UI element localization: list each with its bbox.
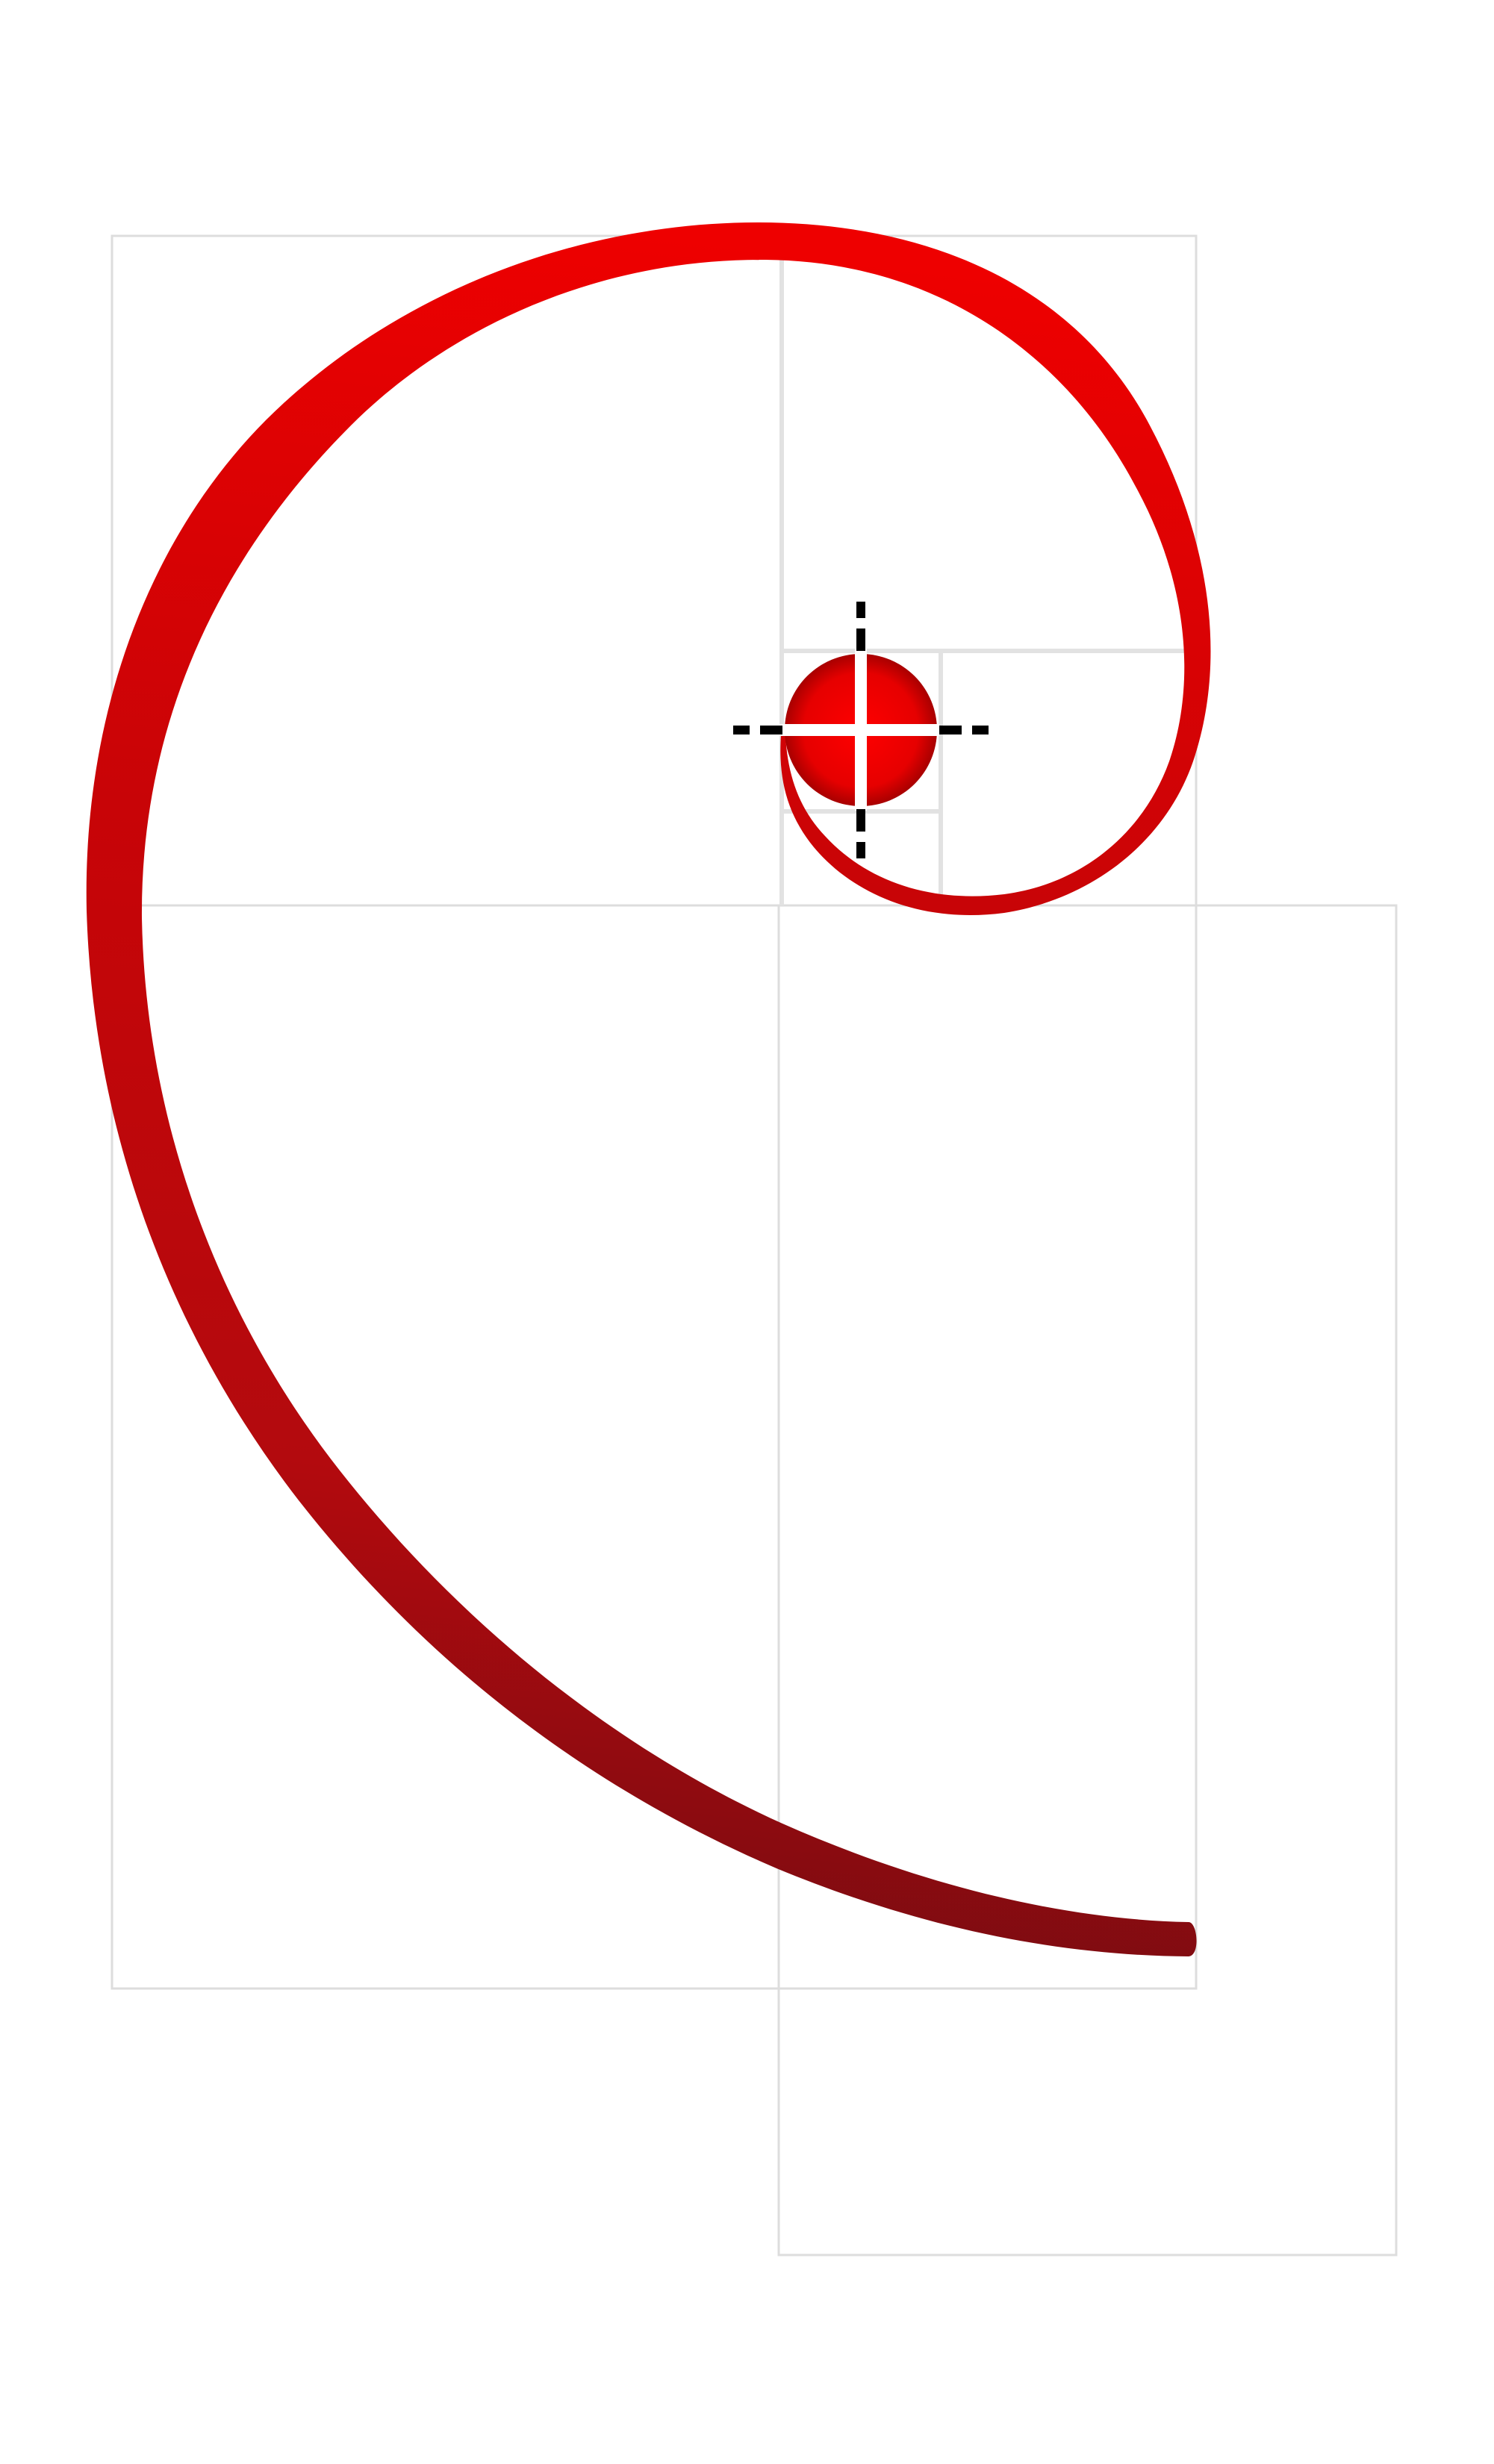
tick-right-outer	[972, 726, 989, 734]
golden-spiral	[86, 222, 1211, 1956]
tick-bottom-outer	[856, 842, 865, 858]
crosshair-white-cross	[769, 640, 939, 811]
cross-bar-horizontal	[769, 724, 939, 736]
crosshair-target-icon	[733, 602, 989, 858]
guide-rect-lower-right	[777, 904, 1398, 2256]
tick-right-inner	[939, 726, 962, 734]
cross-bar-vertical	[855, 640, 867, 811]
tick-left-outer	[733, 726, 750, 734]
tick-bottom-inner	[856, 809, 865, 832]
tick-top-inner	[856, 629, 865, 651]
tick-top-outer	[856, 602, 865, 618]
guide-grid	[111, 234, 1398, 2256]
tick-left-inner	[760, 726, 782, 734]
